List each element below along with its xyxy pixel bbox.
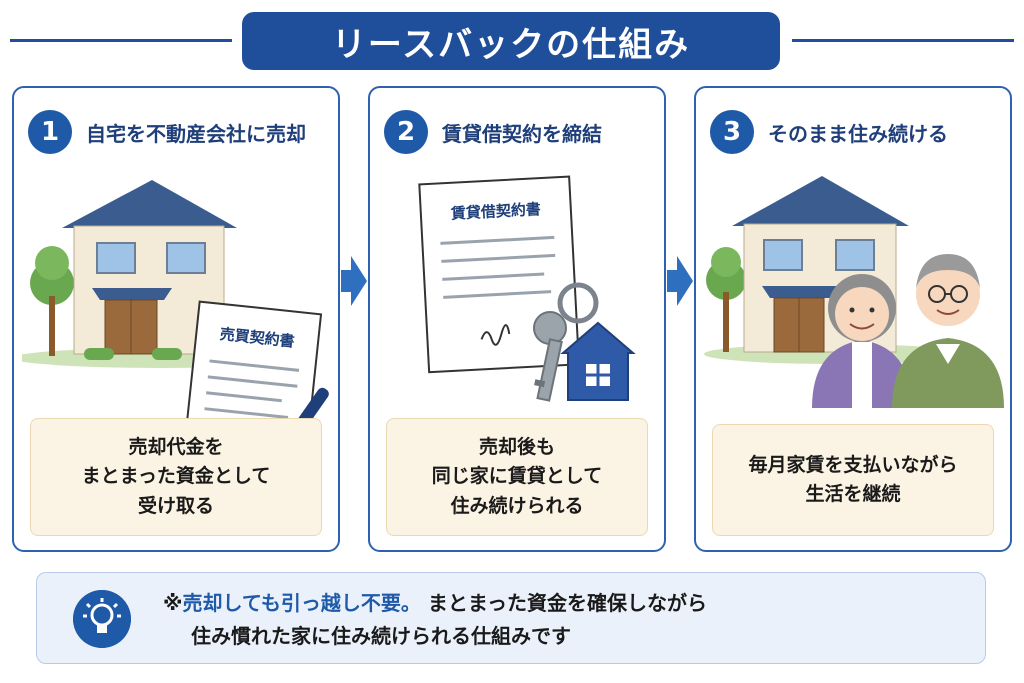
step-description-1: 売却代金を まとまった資金として 受け取る: [30, 418, 322, 536]
step-card-2: 2 賃貸借契約を締結 賃貸借契約書 売却後も 同じ家に賃貸として: [368, 86, 666, 552]
step-card-1: 1 自宅を不動産会社に売却 売買契約書: [12, 86, 340, 552]
step-description-2-line-2: 同じ家に賃貸として: [431, 465, 603, 488]
step-title-3: そのまま住み続ける: [768, 121, 948, 146]
key-icon: [533, 282, 599, 402]
summary-note-line-1: ※売却しても引っ越し不要。 まとまった資金を確保しながら: [163, 587, 707, 620]
step-number-badge-3: 3: [710, 110, 754, 154]
step-description-2-line-3: 住み続けられる: [450, 494, 584, 517]
flow-arrow-icon-2: [667, 256, 693, 306]
lease-document-label: 賃貸借契約書: [449, 200, 541, 223]
step-description-1-line-2: まとまった資金として: [81, 465, 271, 488]
summary-note-line-2: 住み慣れた家に住み続けられる仕組みです: [191, 624, 571, 648]
step-illustration-2: 賃貸借契約書: [418, 175, 636, 402]
step-description-3-line-2: 生活を継続: [805, 483, 901, 505]
step-description-2-line-1: 売却後も: [478, 435, 555, 458]
title-rule-left: [10, 39, 232, 42]
summary-note-text: ※売却しても引っ越し不要。 まとまった資金を確保しながら 住み慣れた家に住み続け…: [163, 587, 707, 653]
flow-arrow-icon-1: [341, 256, 367, 306]
house-keychain-icon: [560, 321, 636, 401]
step-number-badge-2: 2: [384, 110, 428, 154]
summary-note: ※売却しても引っ越し不要。 まとまった資金を確保しながら 住み慣れた家に住み続け…: [36, 572, 986, 664]
step-header-3: 3 そのまま住み続ける: [710, 110, 948, 154]
elderly-couple-icon: [812, 254, 1004, 408]
note-highlight-2: 引っ越し不要。: [280, 591, 421, 615]
step-title-2: 賃貸借契約を締結: [442, 121, 602, 146]
step-description-3-line-1: 毎月家賃を支払いながら: [748, 453, 958, 476]
house-icon: [22, 180, 312, 368]
title-rule-right: [792, 39, 1014, 42]
step-card-3: 3 そのまま住み続ける: [694, 86, 1012, 552]
step-header-2: 2 賃貸借契約を締結: [384, 110, 602, 154]
step-description-3: 毎月家賃を支払いながら 生活を継続: [712, 424, 994, 536]
step-illustration-3: [704, 176, 1004, 408]
house-icon: [704, 176, 964, 364]
step-header-1: 1 自宅を不動産会社に売却: [28, 110, 306, 154]
note-prefix: ※: [163, 591, 183, 615]
page-title-text: リースバックの仕組み: [331, 24, 691, 65]
step-description-1-line-3: 受け取る: [137, 494, 214, 517]
step-number-badge-1: 1: [28, 110, 72, 154]
step-description-1-line-1: 売却代金を: [128, 435, 224, 458]
step-title-1: 自宅を不動産会社に売却: [86, 121, 306, 146]
note-highlight-1: 売却しても: [182, 591, 281, 615]
lightbulb-icon: [73, 590, 131, 648]
step-description-2: 売却後も 同じ家に賃貸として 住み続けられる: [386, 418, 648, 536]
note-line-1-rest: まとまった資金を確保しながら: [427, 591, 708, 615]
page-title: リースバックの仕組み: [242, 12, 780, 70]
